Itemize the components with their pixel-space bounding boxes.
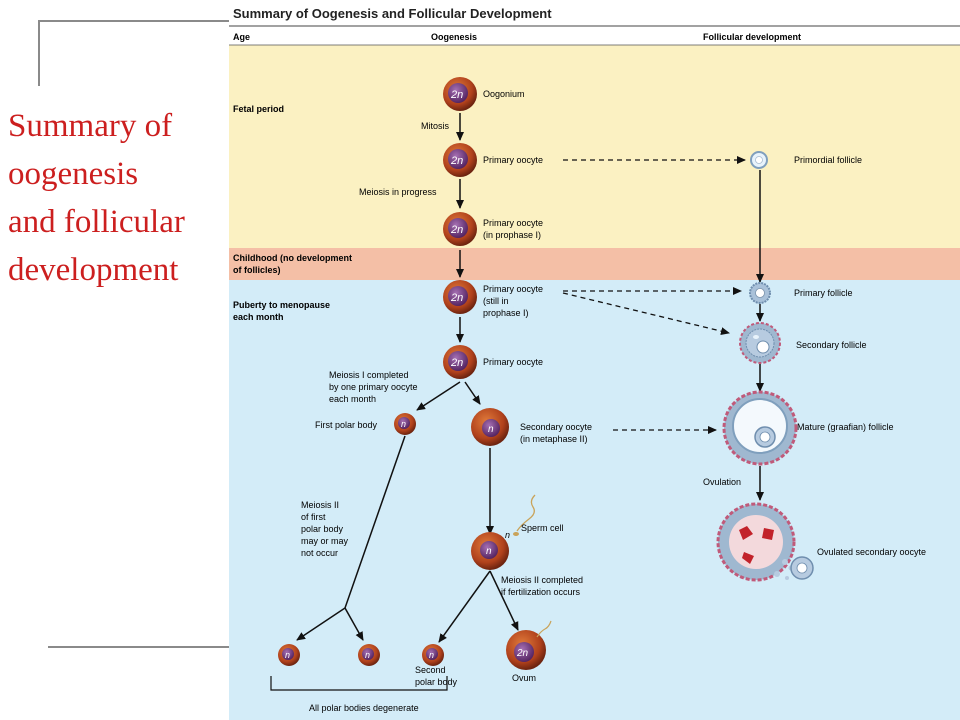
svg-text:2n: 2n <box>450 155 463 167</box>
oogonium-label: Oogonium <box>483 89 525 99</box>
sperm-cell-label: Sperm cell <box>521 523 564 533</box>
primary-follicle <box>749 282 771 304</box>
second-polar-body-cell: n <box>422 644 444 666</box>
svg-text:2n: 2n <box>450 224 463 236</box>
primordial-follicle-label: Primordial follicle <box>794 155 862 165</box>
secondary-oocyte-label: Secondary oocyte <box>520 422 592 432</box>
sperm-tail <box>516 494 536 532</box>
figure-title: Summary of Oogenesis and Follicular Deve… <box>233 6 552 21</box>
fertilized-oocyte-cell: n <box>471 532 509 570</box>
meiosis-two-polar-label: of first <box>301 512 326 522</box>
svg-text:2n: 2n <box>450 89 463 101</box>
svg-text:n: n <box>486 546 492 557</box>
first-polar-body-cell: n <box>394 413 416 435</box>
dashed-to-secondary-follicle <box>562 292 730 336</box>
slide-rule-bottom <box>48 646 230 648</box>
svg-text:2n: 2n <box>516 648 529 659</box>
meiosis-two-fert-label: if fertilization occurs <box>501 587 581 597</box>
fetal-period-band <box>229 45 960 248</box>
ovulated-oocyte-label: Ovulated secondary oocyte <box>817 547 926 557</box>
secondary-follicle-label: Secondary follicle <box>796 340 867 350</box>
header-follicular: Follicular development <box>703 32 801 42</box>
ovum-sperm-tail <box>536 620 552 638</box>
svg-text:n: n <box>365 650 370 660</box>
svg-text:n: n <box>429 650 434 660</box>
meiosis-two-polar-label: not occur <box>301 548 338 558</box>
primary-follicle-label: Primary follicle <box>794 288 853 298</box>
svg-text:n: n <box>401 419 406 429</box>
arrow-to-secondary-oocyte <box>464 381 481 405</box>
arrow-polar-left <box>296 607 346 641</box>
primary-oocyte-still-label: prophase I) <box>483 308 529 318</box>
primary-oocyte-puberty-cell: 2n <box>443 345 477 379</box>
meiosis-two-polar-label: Meiosis II <box>301 500 339 510</box>
primary-oocyte-still-cell: 2n <box>443 280 477 314</box>
childhood-band <box>229 248 960 280</box>
arrow-to-second-polar <box>438 570 491 643</box>
degenerate-label: All polar bodies degenerate <box>309 703 419 713</box>
primary-oocyte-puberty-label: Primary oocyte <box>483 357 543 367</box>
degenerate-bracket <box>270 676 448 691</box>
ovulated-oocyte <box>790 556 814 580</box>
period-childhood: of follicles) <box>233 265 281 275</box>
period-fetal: Fetal period <box>233 104 284 114</box>
oogenesis-diagram: Summary of Oogenesis and Follicular Deve… <box>229 6 960 720</box>
arrow-to-polar-body <box>416 381 461 411</box>
polar-body-cell: n <box>358 644 380 666</box>
mature-follicle-label: Mature (graafian) follicle <box>797 422 894 432</box>
ovum-label: Ovum <box>512 673 536 683</box>
period-puberty: Puberty to menopause <box>233 300 330 310</box>
arrow-polar-right <box>344 607 364 641</box>
sperm-head <box>513 532 519 536</box>
slide-title-line: and follicular <box>8 204 185 240</box>
period-childhood: Childhood (no development <box>233 253 352 263</box>
primary-oocyte-prophase-label: (in prophase I) <box>483 230 541 240</box>
sperm-ploidy: n <box>505 530 510 540</box>
ovulation-label: Ovulation <box>703 477 741 487</box>
slide-title-line: Summary of <box>8 108 173 144</box>
primary-oocyte-prophase-cell: 2n <box>443 212 477 246</box>
primordial-follicle <box>750 151 768 169</box>
primary-oocyte-still-label: Primary oocyte <box>483 284 543 294</box>
primary-oocyte-prophase-label: Primary oocyte <box>483 218 543 228</box>
svg-text:2n: 2n <box>450 292 463 304</box>
meiosis-two-polar-label: may or may <box>301 536 349 546</box>
svg-text:2n: 2n <box>450 357 463 369</box>
oogonium-cell: 2n <box>443 77 477 111</box>
meiosis-in-progress-label: Meiosis in progress <box>359 187 437 197</box>
oogenesis-figure: Summary of Oogenesis and Follicular Deve… <box>229 0 960 720</box>
slide-rule-left <box>38 20 40 86</box>
meiosis-one-label: by one primary oocyte <box>329 382 418 392</box>
secondary-oocyte-cell: n <box>471 408 509 446</box>
primary-oocyte-still-label: (still in <box>483 296 509 306</box>
header-oogenesis: Oogenesis <box>431 32 477 42</box>
mitosis-label: Mitosis <box>421 121 450 131</box>
meiosis-one-label: each month <box>329 394 376 404</box>
secondary-follicle <box>739 322 781 364</box>
slide-title: Summary of oogenesis and follicular deve… <box>8 102 238 294</box>
second-polar-body-label: Second <box>415 665 446 675</box>
primary-oocyte-label: Primary oocyte <box>483 155 543 165</box>
ovum-cell: 2n <box>506 630 546 670</box>
secondary-oocyte-label: (in metaphase II) <box>520 434 588 444</box>
header-age: Age <box>233 32 250 42</box>
meiosis-two-fert-label: Meiosis II completed <box>501 575 583 585</box>
second-polar-body-label: polar body <box>415 677 458 687</box>
ovulated-follicle <box>716 502 796 582</box>
svg-text:n: n <box>488 424 494 435</box>
polar-body-cell: n <box>278 644 300 666</box>
slide-title-line: oogenesis <box>8 156 139 192</box>
puberty-band <box>229 280 960 720</box>
first-polar-body-label: First polar body <box>315 420 378 430</box>
meiosis-two-polar-label: polar body <box>301 524 344 534</box>
period-puberty: each month <box>233 312 284 322</box>
polar-meiosis-line <box>344 435 406 609</box>
meiosis-one-label: Meiosis I completed <box>329 370 409 380</box>
slide-title-line: development <box>8 252 179 288</box>
slide-rule-top <box>40 20 230 22</box>
svg-text:n: n <box>285 650 290 660</box>
mature-follicle <box>722 390 798 466</box>
arrow-to-ovum <box>489 570 519 631</box>
primary-oocyte-cell: 2n <box>443 143 477 177</box>
